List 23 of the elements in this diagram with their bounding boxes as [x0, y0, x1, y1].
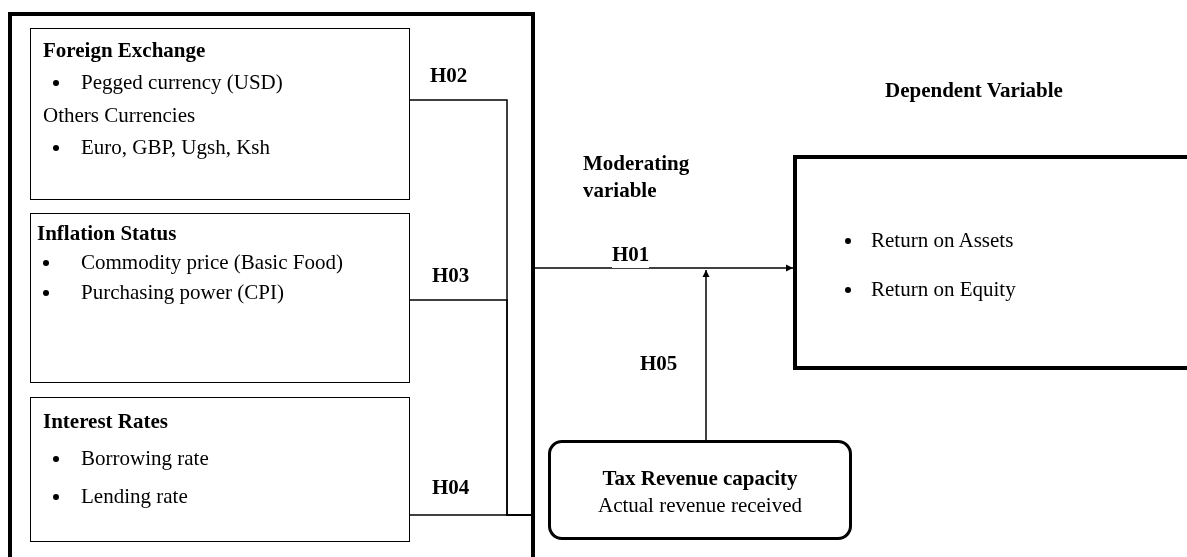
bullet-item: Return on Equity — [817, 276, 1187, 304]
box-heading: Dependent Variable — [885, 77, 1063, 104]
box-heading: Inflation Status — [37, 220, 178, 247]
connector-line — [409, 514, 536, 516]
bullet-item: Return on Assets — [817, 227, 1187, 255]
box-heading: Foreign Exchange — [43, 37, 207, 64]
box-text: Actual revenue received — [596, 492, 803, 520]
box-heading: Tax Revenue capacity — [601, 465, 799, 492]
rounded-box — [548, 440, 852, 540]
bullet-item: Lending rate — [43, 482, 397, 510]
bullet-item: Euro, GBP, Ugsh, Ksh — [43, 133, 397, 162]
group-box — [8, 12, 535, 557]
variable-box — [30, 28, 410, 200]
variable-box — [30, 397, 410, 542]
box-heading: Interest Rates — [43, 408, 169, 435]
bullet-item: Commodity price (Basic Food) — [37, 249, 403, 277]
bullet-item: Borrowing rate — [43, 445, 397, 473]
variable-box — [30, 213, 410, 383]
arrow — [702, 269, 710, 441]
bullet-item: Pegged currency (USD) — [43, 69, 397, 97]
box-text: Others Currencies — [43, 101, 197, 129]
bullet-item: Purchasing power (CPI) — [37, 278, 403, 306]
arrow — [534, 264, 794, 272]
